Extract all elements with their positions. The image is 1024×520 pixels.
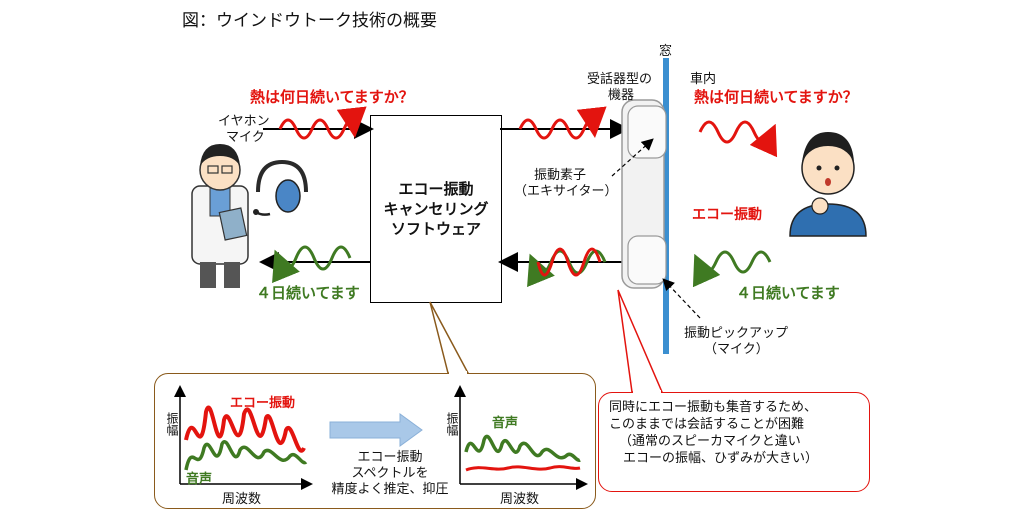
handset-device [621, 99, 667, 289]
answer-right: ４日続いてます [736, 284, 840, 302]
wave-answer-right [692, 250, 772, 288]
software-line-1: エコー振動 [398, 180, 474, 198]
chart-before-voice-curve [184, 440, 308, 471]
exciter-label-1: 振動素子 [534, 168, 587, 183]
answer-left: ４日続いてます [256, 284, 360, 302]
wave-question-right [698, 120, 778, 158]
device-label-2: 機器 [608, 88, 635, 103]
chart-before-ylabel: 振幅 [165, 412, 179, 436]
note-line-1: 同時にエコー振動も集音するため、 [609, 400, 818, 415]
arrow-text-3: 精度よく推定、抑圧 [331, 482, 449, 497]
spectrum-chart-after [454, 385, 588, 490]
note-line-3: （通常のスピーカマイクと違い [619, 434, 801, 449]
software-line-2: キャンセリング [383, 200, 489, 218]
headset-icon [253, 159, 308, 216]
chart-before-voice-label: 音声 [186, 472, 213, 487]
chart-after-voice-label: 音声 [492, 416, 519, 431]
earphone-label-2: マイク [226, 130, 265, 145]
window-label: 窓 [659, 44, 673, 59]
spectrum-chart-before [174, 385, 313, 490]
chart-after-echo-curve [465, 465, 581, 472]
doctor-figure [191, 144, 249, 288]
chart-before-echo-label: エコー振動 [230, 396, 296, 411]
process-arrow [329, 413, 423, 447]
echo-vibration-label: エコー振動 [692, 207, 762, 223]
callout-tail-pickup [617, 289, 664, 393]
exciter-label-2: （エキサイター） [514, 184, 618, 199]
wave-question-left [278, 106, 367, 140]
chart-after-voice-curve [464, 434, 581, 462]
chart-before-xlabel: 周波数 [222, 492, 262, 507]
pickup-label-2: （マイク） [704, 342, 769, 357]
window-glass [663, 58, 669, 354]
question-right: 熱は何日続いてますか？ [694, 88, 858, 106]
software-box: エコー振動 キャンセリング ソフトウェア [370, 115, 502, 303]
pickup-label-1: 振動ピックアップ [684, 326, 789, 341]
question-left: 熱は何日続いてますか？ [250, 88, 414, 106]
wave-answer-left [272, 245, 352, 284]
note-line-2: このままでは会話することが困難 [609, 417, 805, 432]
diagram-title: 図：ウインドウトーク技術の概要 [182, 11, 437, 31]
arrow-text-1: エコー振動 [357, 450, 423, 465]
problem-note-box: 同時にエコー振動も集音するため、 このままでは会話することが困難 （通常のスピー… [598, 392, 870, 492]
device-label-1: 受話器型の [587, 72, 653, 87]
software-line-3: ソフトウェア [390, 220, 481, 238]
wave-mixed-red [536, 247, 602, 277]
earphone-label-1: イヤホン [218, 114, 270, 129]
wave-question-middle [518, 106, 607, 140]
chart-after-ylabel: 振幅 [445, 412, 459, 436]
pointer-exciter [611, 138, 654, 177]
note-line-4: エコーの振幅、ひずみが大きい） [623, 451, 819, 466]
patient-figure [789, 132, 867, 237]
arrow-text-2: スペクトルを [351, 466, 429, 481]
callout-tail-software [429, 301, 470, 374]
chart-before-echo-curve [184, 405, 306, 453]
pointer-pickup [662, 278, 701, 319]
chart-after-xlabel: 周波数 [500, 492, 540, 507]
car-interior-label: 車内 [690, 72, 717, 87]
spectrum-callout-panel [154, 373, 596, 509]
